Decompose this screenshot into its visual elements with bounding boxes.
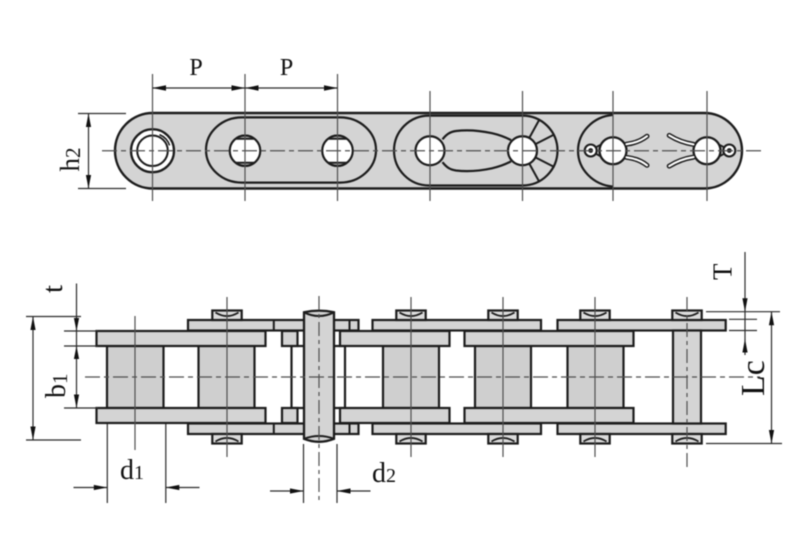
svg-text:T: T bbox=[708, 263, 738, 280]
svg-text:Lc: Lc bbox=[735, 360, 772, 396]
svg-text:P: P bbox=[280, 55, 293, 81]
svg-text:t: t bbox=[37, 285, 69, 293]
svg-text:P: P bbox=[189, 55, 202, 81]
